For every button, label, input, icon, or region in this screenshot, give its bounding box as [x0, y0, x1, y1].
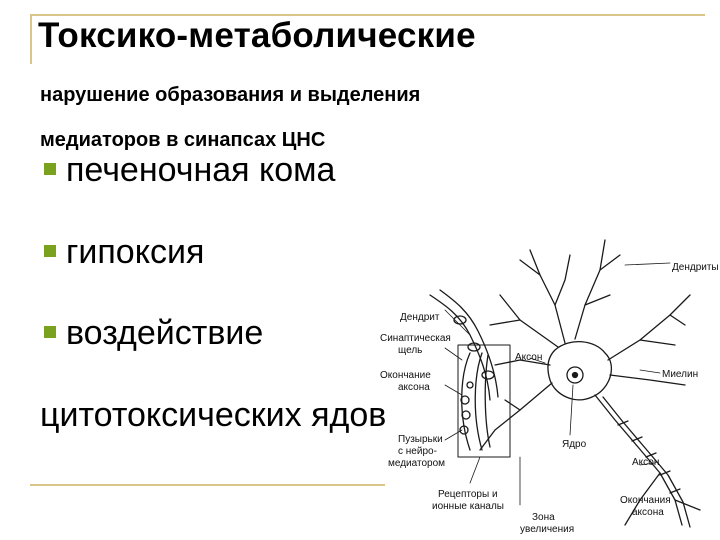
label-receptors-2: ионные каналы	[432, 501, 504, 512]
label-synaptic-cleft-1: Синаптическая	[380, 333, 451, 344]
bullet-item: печеночная кома	[44, 150, 335, 190]
bullet-text: гипоксия	[66, 233, 205, 271]
left-accent-rule	[30, 14, 32, 64]
bullet-item: гипоксия	[44, 232, 204, 272]
neuron-synapse-diagram: Дендриты Дендрит Синаптическая щель Окон…	[370, 225, 720, 540]
label-synaptic-cleft-2: щель	[398, 345, 422, 356]
bullet-text: печеночная кома	[66, 151, 336, 189]
neuron-soma	[547, 341, 612, 401]
zoom-frame	[457, 344, 511, 458]
bullet-square-icon	[44, 163, 56, 175]
label-dendrite: Дендрит	[400, 312, 440, 323]
label-vesicles-2: с нейро-	[398, 446, 437, 457]
bullet-text: воздействие	[66, 314, 264, 352]
label-dendrites: Дендриты	[672, 262, 719, 273]
label-zoom-1: Зона	[532, 512, 555, 523]
neuron-drawing	[429, 239, 701, 528]
label-zoom-2: увеличения	[520, 524, 574, 535]
bullet-continuation: цитотоксических ядов	[40, 396, 387, 434]
label-axon-terminal-2: аксона	[398, 382, 430, 393]
bullet-item: воздействие	[44, 313, 263, 353]
label-axon-endings-2: аксона	[632, 507, 664, 518]
slide-subtitle: нарушение образования и выделения медиат…	[40, 73, 620, 163]
label-receptors-1: Рецепторы и	[438, 489, 498, 500]
top-accent-rule	[30, 14, 705, 16]
slide-title: Токсико-метаболические	[38, 16, 476, 55]
label-vesicles-3: медиатором	[388, 458, 445, 469]
bullet-square-icon	[44, 326, 56, 338]
subtitle-line-1: нарушение образования и выделения	[40, 84, 421, 106]
bullet-square-icon	[44, 245, 56, 257]
neuron-nucleus	[566, 366, 584, 384]
label-axon-top: Аксон	[515, 352, 542, 363]
bottom-accent-rule	[30, 484, 385, 486]
subtitle-line-2: медиаторов в синапсах ЦНС	[40, 129, 326, 151]
label-axon-endings-1: Окончания	[620, 495, 671, 506]
label-myelin: Миелин	[662, 369, 698, 380]
neuron-illustration: Дендриты Дендрит Синаптическая щель Окон…	[380, 239, 719, 535]
label-axon-bottom: Аксон	[632, 457, 659, 468]
label-vesicles-1: Пузырьки	[398, 434, 443, 445]
label-axon-terminal-1: Окончание	[380, 370, 431, 381]
label-nucleus: Ядро	[562, 439, 587, 450]
